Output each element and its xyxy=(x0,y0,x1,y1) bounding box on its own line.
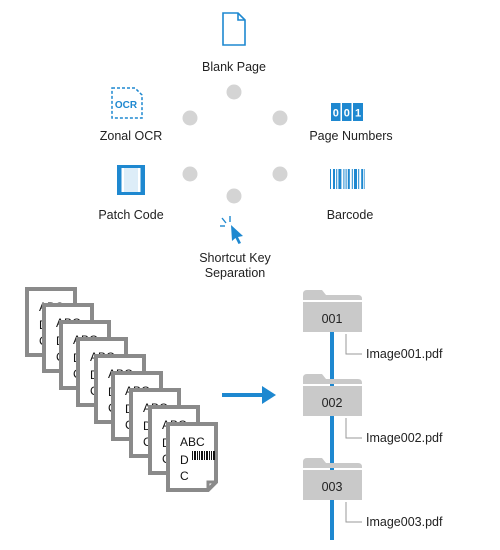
folder-number: 001 xyxy=(322,312,343,326)
blank-page-icon xyxy=(222,12,246,46)
shortcut-key-label: Shortcut Key Separation xyxy=(199,251,271,280)
ring-dot xyxy=(182,110,198,126)
right-arrow-head xyxy=(262,386,276,404)
ring-dot xyxy=(182,166,198,182)
file-connector xyxy=(345,334,362,355)
folder-number: 003 xyxy=(322,480,343,494)
file-connector xyxy=(345,418,362,439)
file-label-002: Image002.pdf xyxy=(366,431,443,445)
ring-dot xyxy=(272,110,288,126)
svg-text:OCR: OCR xyxy=(115,100,138,111)
file-label-001: Image001.pdf xyxy=(366,347,443,361)
doc-text-c: C xyxy=(180,469,189,483)
folder-001: 001 xyxy=(303,290,362,332)
blank-page-label: Blank Page xyxy=(202,60,266,74)
svg-text:1: 1 xyxy=(355,108,361,120)
barcode-icon xyxy=(330,169,365,189)
ring-dot xyxy=(226,188,242,204)
svg-text:0: 0 xyxy=(333,108,339,120)
doc-text-d: D xyxy=(180,453,189,467)
ring-dot xyxy=(226,84,242,100)
folder-003: 003 xyxy=(303,458,362,500)
doc-text-c: C xyxy=(143,435,152,449)
patch-code-label: Patch Code xyxy=(98,208,164,222)
doc-text-d: D xyxy=(143,419,152,433)
page-numbers-icon: 001 0 0 1 xyxy=(331,103,363,121)
file-label-003: Image003.pdf xyxy=(366,515,443,529)
file-connector xyxy=(345,502,362,523)
ring-dot xyxy=(272,166,288,182)
folder-002: 002 xyxy=(303,374,362,416)
barcode-label: Barcode xyxy=(326,208,374,222)
patch-code-icon xyxy=(117,165,145,195)
doc-text-abc: ABC xyxy=(180,435,205,449)
zonal-ocr-icon: OCR xyxy=(111,87,143,119)
document-page: ABC DC xyxy=(166,422,218,492)
cursor-click-icon xyxy=(220,216,243,244)
zonal-ocr-label: Zonal OCR xyxy=(99,129,163,143)
folder-number: 002 xyxy=(322,396,343,410)
svg-text:0: 0 xyxy=(344,108,350,120)
page-numbers-label: Page Numbers xyxy=(309,129,393,143)
